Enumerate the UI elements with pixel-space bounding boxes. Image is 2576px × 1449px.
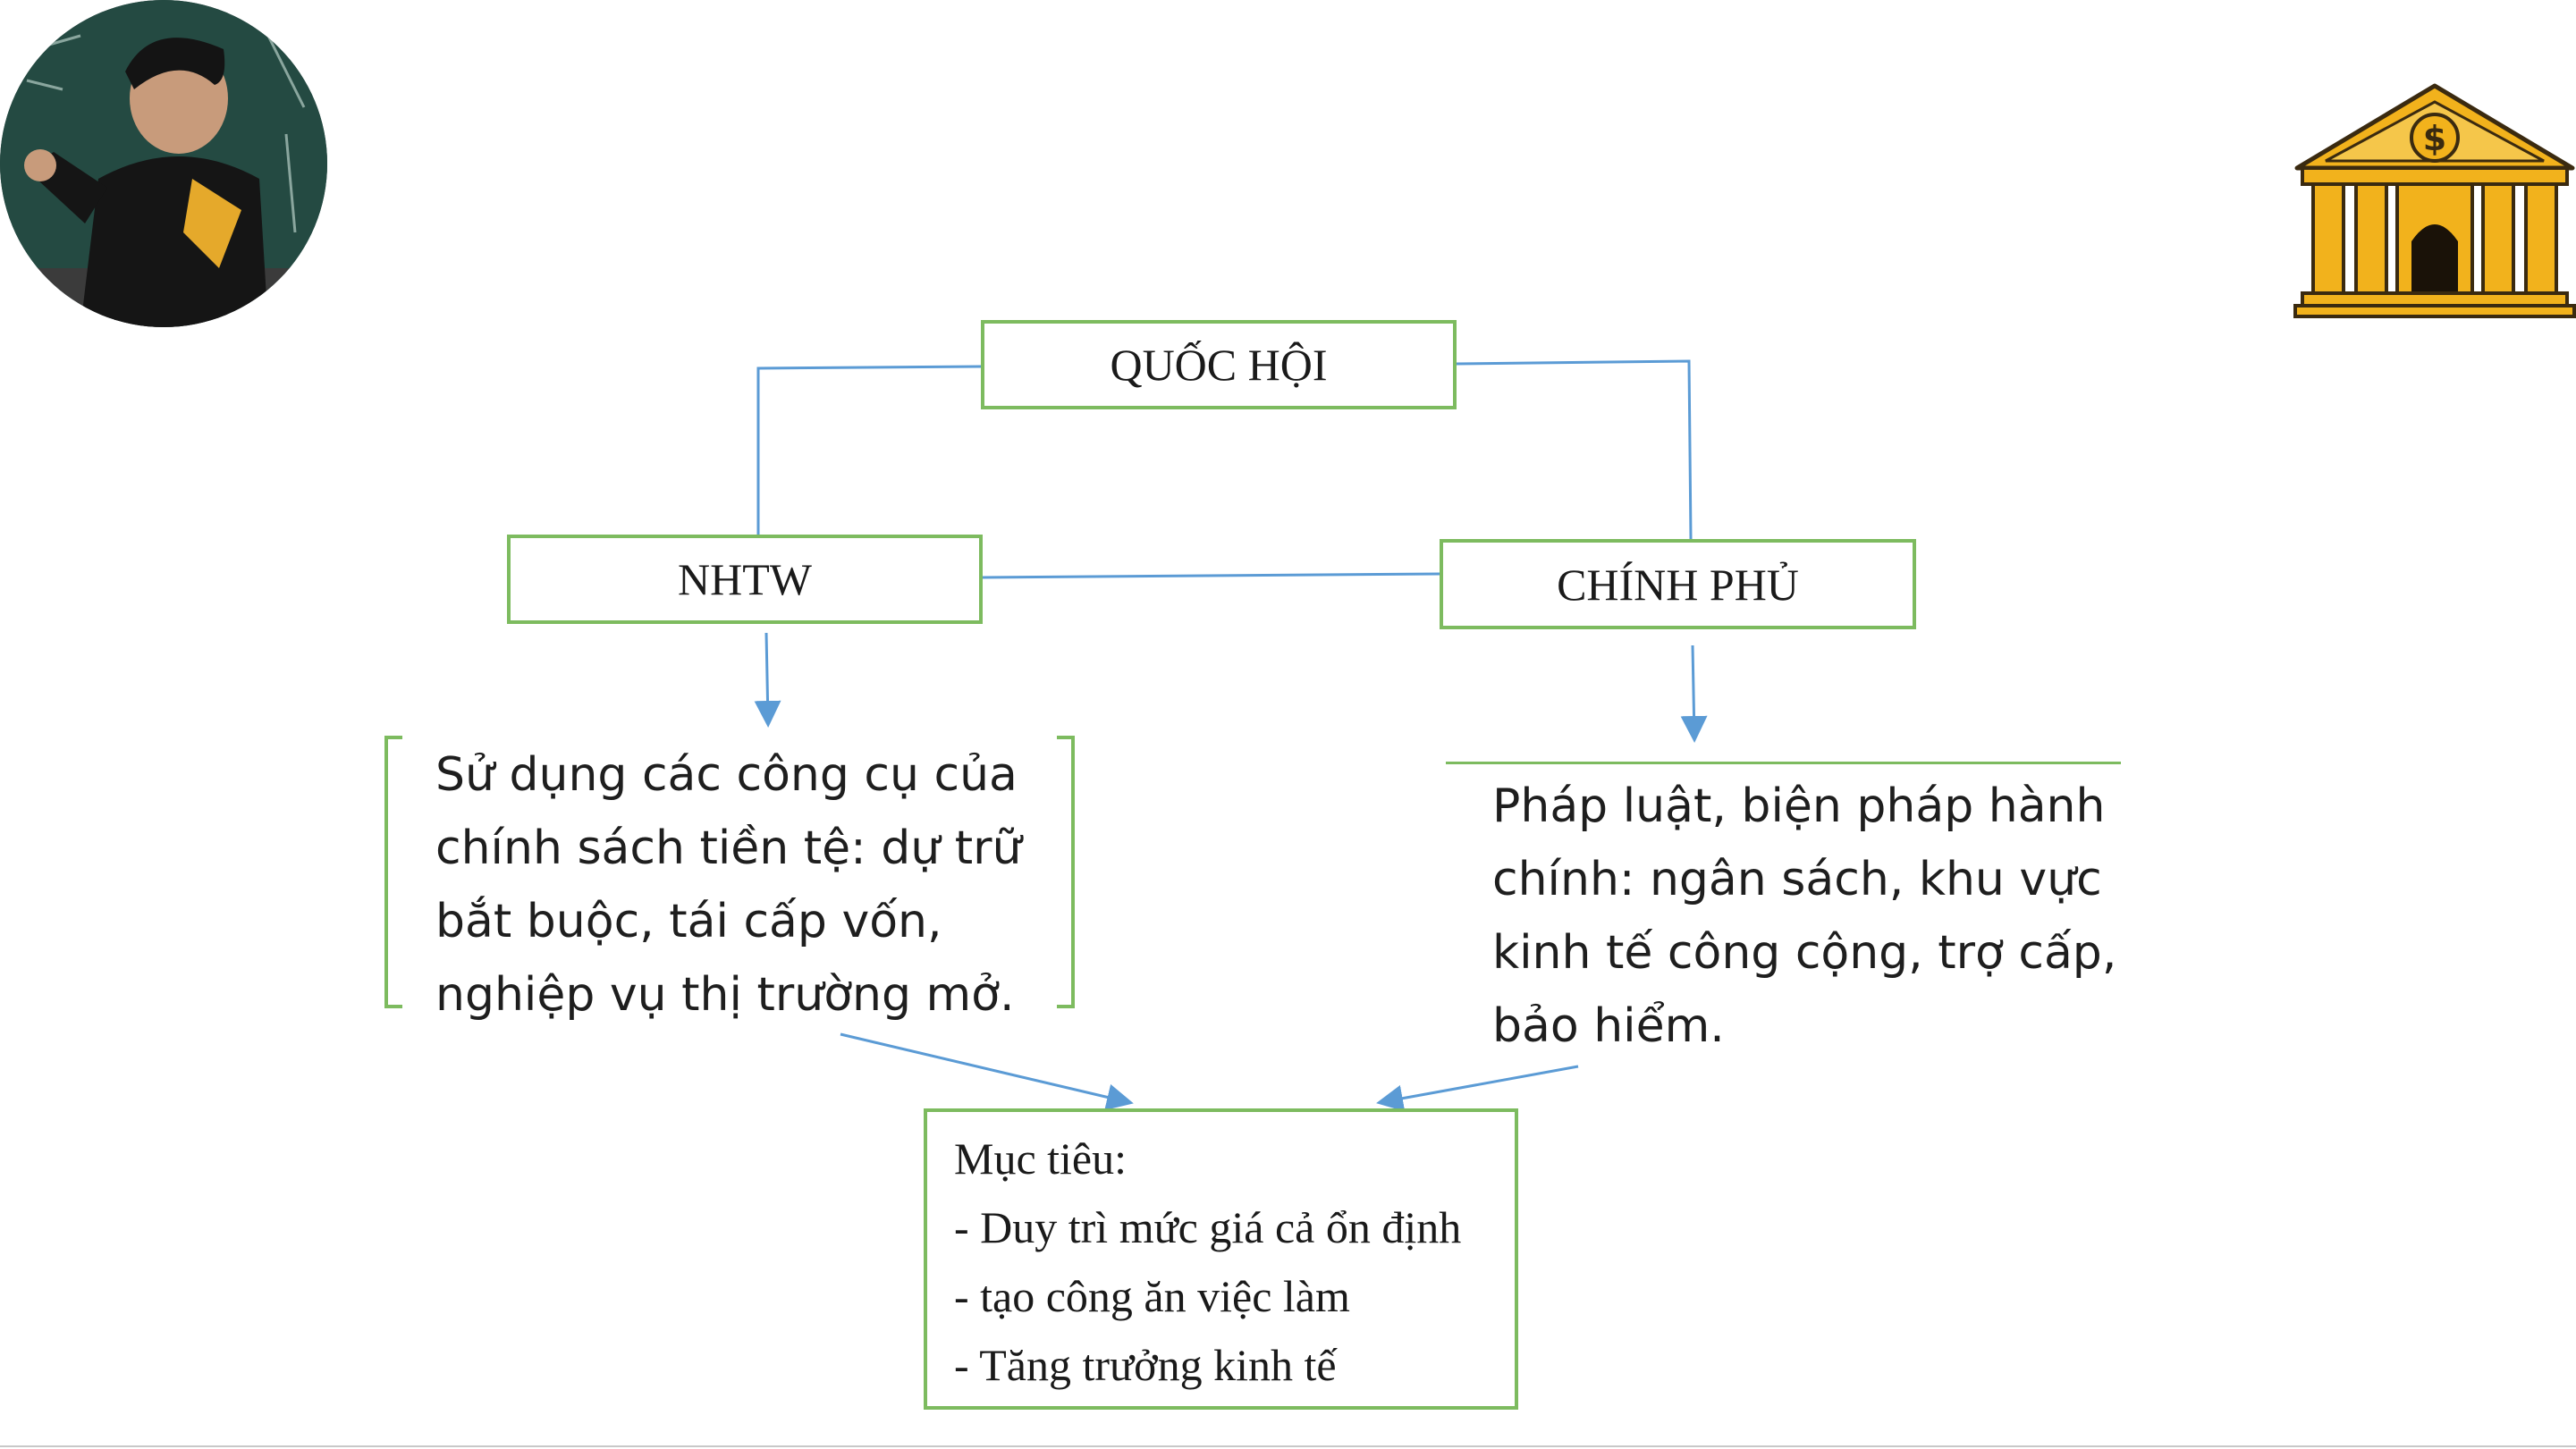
text-line: bảo hiểm.: [1492, 990, 2154, 1063]
monetary-tools-text: Sử dụng các công cụ của chính sách tiền …: [435, 738, 1061, 1032]
text-line: Sử dụng các công cụ của: [435, 738, 1061, 812]
link-quochoi-nhtw: [758, 366, 981, 535]
arrow-right-to-goal: [1381, 1066, 1578, 1102]
node-quoc-hoi: QUỐC HỘI: [981, 320, 1457, 409]
goal-title: Mục tiêu:: [954, 1125, 1515, 1193]
goal-item: - Tăng trưởng kinh tế: [954, 1331, 1515, 1400]
node-chinh-phu: CHÍNH PHỦ: [1440, 539, 1916, 629]
link-nhtw-chinhphu: [983, 574, 1440, 577]
goal-item: - tạo công ăn việc làm: [954, 1262, 1515, 1331]
arrow-nhtw-down: [766, 633, 768, 722]
node-chinh-phu-label: CHÍNH PHỦ: [1557, 559, 1799, 611]
node-quoc-hoi-label: QUỐC HỘI: [1110, 339, 1327, 391]
text-line: bắt buộc, tái cấp vốn,: [435, 885, 1061, 958]
text-line: nghiệp vụ thị trường mở.: [435, 958, 1061, 1032]
goal-item: - Duy trì mức giá cả ổn định: [954, 1193, 1515, 1262]
text-line: chính sách tiền tệ: dự trữ: [435, 812, 1061, 885]
text-line: Pháp luật, biện pháp hành: [1492, 770, 2154, 843]
text-line: kinh tế công cộng, trợ cấp,: [1492, 916, 2154, 990]
left-bracket: [384, 736, 402, 1008]
node-nhtw: NHTW: [507, 535, 983, 624]
fiscal-tools-text: Pháp luật, biện pháp hành chính: ngân sá…: [1492, 770, 2154, 1063]
node-nhtw-label: NHTW: [678, 553, 812, 605]
bottom-divider: [0, 1445, 2576, 1447]
link-quochoi-chinhphu: [1457, 361, 1691, 539]
goal-box: Mục tiêu: - Duy trì mức giá cả ổn định -…: [924, 1108, 1518, 1410]
arrow-chinhphu-down: [1693, 645, 1694, 737]
divider: [1446, 762, 2121, 764]
text-line: chính: ngân sách, khu vực: [1492, 843, 2154, 916]
arrow-left-to-goal: [840, 1034, 1128, 1102]
